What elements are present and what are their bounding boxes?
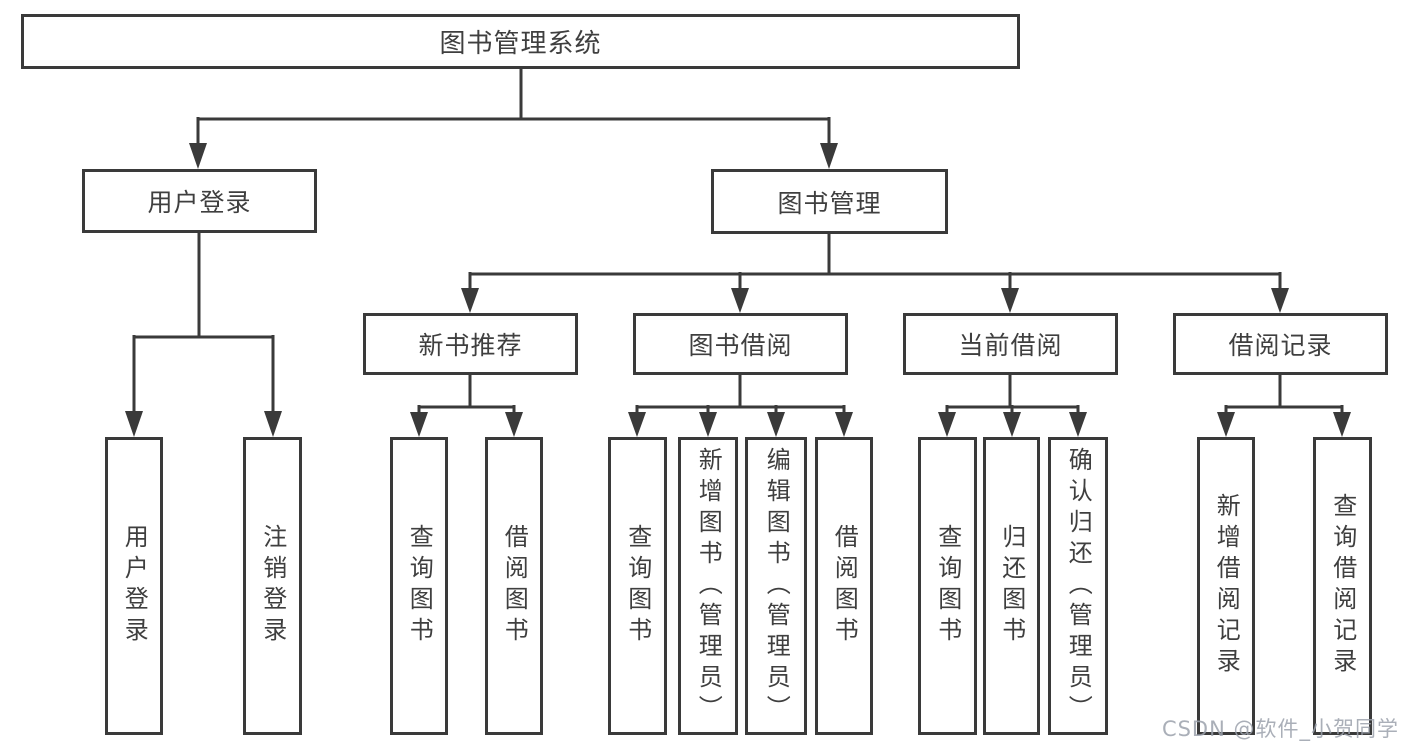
node-label: 查询图书 bbox=[933, 524, 962, 648]
arrowhead-icon bbox=[1217, 412, 1235, 437]
leaf-return-books: 归还图书 bbox=[983, 437, 1040, 735]
node-label: 图书借阅 bbox=[688, 331, 793, 360]
arrowhead-icon bbox=[1271, 288, 1289, 313]
node-label: 查询借阅记录 bbox=[1328, 493, 1357, 679]
arrowhead-icon bbox=[1003, 412, 1021, 437]
leaf-add-borrow-record: 新增借阅记录 bbox=[1197, 437, 1255, 735]
node-label: 注销登录 bbox=[258, 524, 287, 648]
arrowhead-group bbox=[125, 143, 1351, 437]
node-book-borrow: 图书借阅 bbox=[633, 313, 848, 375]
connector-path bbox=[196, 68, 831, 147]
node-label: 借阅图书 bbox=[500, 524, 529, 648]
arrowhead-icon bbox=[767, 412, 785, 437]
node-current-borrow: 当前借阅 bbox=[903, 313, 1118, 375]
node-label: 查询图书 bbox=[623, 524, 652, 648]
arrowhead-icon bbox=[505, 412, 523, 437]
leaf-borrow-books-recommend: 借阅图书 bbox=[485, 437, 543, 735]
connector-path bbox=[132, 233, 275, 415]
arrowhead-icon bbox=[835, 412, 853, 437]
connector-path bbox=[468, 234, 1282, 291]
node-label: 新增图书（管理员） bbox=[694, 446, 723, 726]
node-user-login: 用户登录 bbox=[82, 169, 317, 233]
node-borrow-records: 借阅记录 bbox=[1173, 313, 1388, 375]
leaf-query-borrow-record: 查询借阅记录 bbox=[1313, 437, 1372, 735]
connector-path bbox=[635, 375, 846, 415]
leaf-confirm-return-admin: 确认归还（管理员） bbox=[1048, 437, 1108, 735]
arrowhead-icon bbox=[189, 143, 207, 169]
arrowhead-icon bbox=[938, 412, 956, 437]
connector-path bbox=[1224, 375, 1344, 415]
arrowhead-icon bbox=[1069, 412, 1087, 437]
arrowhead-icon bbox=[125, 411, 143, 437]
node-label: 查询图书 bbox=[405, 524, 434, 648]
node-label: 图书管理系统 bbox=[439, 29, 602, 59]
node-label: 确认归还（管理员） bbox=[1064, 446, 1093, 726]
node-label: 新书推荐 bbox=[418, 331, 523, 360]
leaf-edit-books-admin: 编辑图书（管理员） bbox=[745, 437, 807, 735]
connector-path bbox=[945, 375, 1080, 415]
arrowhead-icon bbox=[731, 288, 749, 313]
node-label: 用户登录 bbox=[120, 524, 149, 648]
node-book-management: 图书管理 bbox=[711, 169, 948, 234]
connector-path bbox=[417, 375, 516, 415]
node-label: 归还图书 bbox=[997, 524, 1026, 648]
node-label: 新增借阅记录 bbox=[1212, 493, 1241, 679]
leaf-add-books-admin: 新增图书（管理员） bbox=[678, 437, 738, 735]
node-label: 图书管理 bbox=[777, 188, 882, 218]
arrowhead-icon bbox=[461, 288, 479, 313]
leaf-query-books-current: 查询图书 bbox=[918, 437, 977, 735]
node-label: 用户登录 bbox=[147, 188, 252, 217]
arrowhead-icon bbox=[410, 412, 428, 437]
node-label: 编辑图书（管理员） bbox=[762, 446, 791, 726]
leaf-query-books-borrow: 查询图书 bbox=[608, 437, 667, 735]
arrowhead-icon bbox=[1333, 412, 1351, 437]
node-new-book-recommend: 新书推荐 bbox=[363, 313, 578, 375]
node-label: 当前借阅 bbox=[958, 331, 1063, 360]
node-label: 借阅图书 bbox=[830, 524, 859, 648]
leaf-logout: 注销登录 bbox=[243, 437, 302, 735]
arrowhead-icon bbox=[820, 143, 838, 169]
arrowhead-icon bbox=[1001, 288, 1019, 313]
arrowhead-icon bbox=[264, 411, 282, 437]
leaf-user-login: 用户登录 bbox=[105, 437, 163, 735]
edge-group bbox=[132, 68, 1344, 415]
leaf-query-books-recommend: 查询图书 bbox=[390, 437, 448, 735]
arrowhead-icon bbox=[628, 412, 646, 437]
node-label: 借阅记录 bbox=[1228, 331, 1333, 360]
arrowhead-icon bbox=[699, 412, 717, 437]
leaf-borrow-books: 借阅图书 bbox=[815, 437, 873, 735]
node-root-system: 图书管理系统 bbox=[21, 14, 1020, 69]
